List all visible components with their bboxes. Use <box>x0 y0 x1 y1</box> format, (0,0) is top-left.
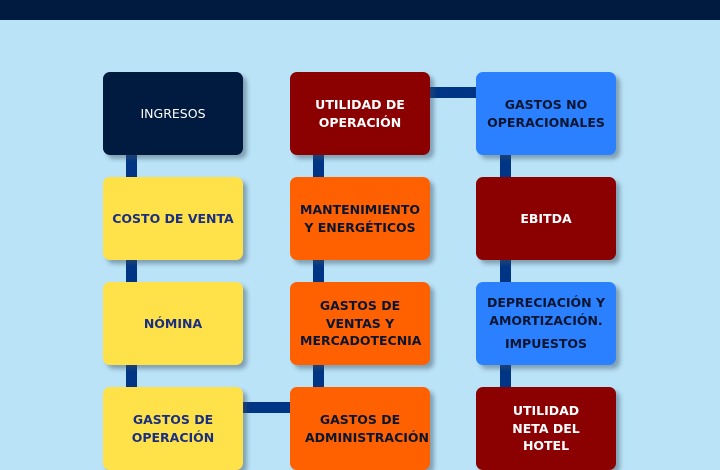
header-bar <box>0 0 720 20</box>
box-utilidad-neta: UTILIDAD NETA DEL HOTEL <box>476 387 616 470</box>
box-label: MANTENIMIENTO Y ENERGÉTICOS <box>300 202 420 235</box>
box-mantenimiento: MANTENIMIENTO Y ENERGÉTICOS <box>290 177 430 260</box>
box-label: GASTOS NO OPERACIONALES <box>487 97 605 130</box>
connector <box>126 150 137 390</box>
connector <box>500 150 511 390</box>
box-costo-venta: COSTO DE VENTA <box>103 177 243 260</box>
box-ebitda: EBITDA <box>476 177 616 260</box>
box-label: IMPUESTOS <box>504 336 588 352</box>
box-label: NÓMINA <box>143 315 203 331</box>
connector <box>428 87 480 98</box>
box-label: GASTOS DE VENTAS Y MERCADOTECNIA <box>300 298 422 349</box>
box-label: EBITDA <box>520 210 572 226</box>
box-gastos-no-operacionales: GASTOS NO OPERACIONALES <box>476 72 616 155</box>
box-label: GASTOS DE OPERACIÓN <box>131 412 215 445</box>
connector <box>241 402 293 413</box>
box-label: INGRESOS <box>140 105 206 121</box>
box-gastos-administracion: GASTOS DE ADMINISTRACIÓN <box>290 387 430 470</box>
box-utilidad-operacion: UTILIDAD DE OPERACIÓN <box>290 72 430 155</box>
box-ingresos: INGRESOS <box>103 72 243 155</box>
box-label: UTILIDAD NETA DEL HOTEL <box>512 403 580 454</box>
box-label: DEPRECIACIÓN Y AMORTIZACIÓN. <box>486 295 606 328</box>
box-label: GASTOS DE ADMINISTRACIÓN <box>305 412 429 445</box>
box-gastos-operacion: GASTOS DE OPERACIÓN <box>103 387 243 470</box>
box-label: COSTO DE VENTA <box>112 210 234 226</box>
box-label: UTILIDAD DE OPERACIÓN <box>315 97 405 130</box>
connector <box>313 150 324 390</box>
box-nomina: NÓMINA <box>103 282 243 365</box>
box-gastos-ventas: GASTOS DE VENTAS Y MERCADOTECNIA <box>290 282 430 365</box>
box-depreciacion: DEPRECIACIÓN Y AMORTIZACIÓN. IMPUESTOS <box>476 282 616 365</box>
